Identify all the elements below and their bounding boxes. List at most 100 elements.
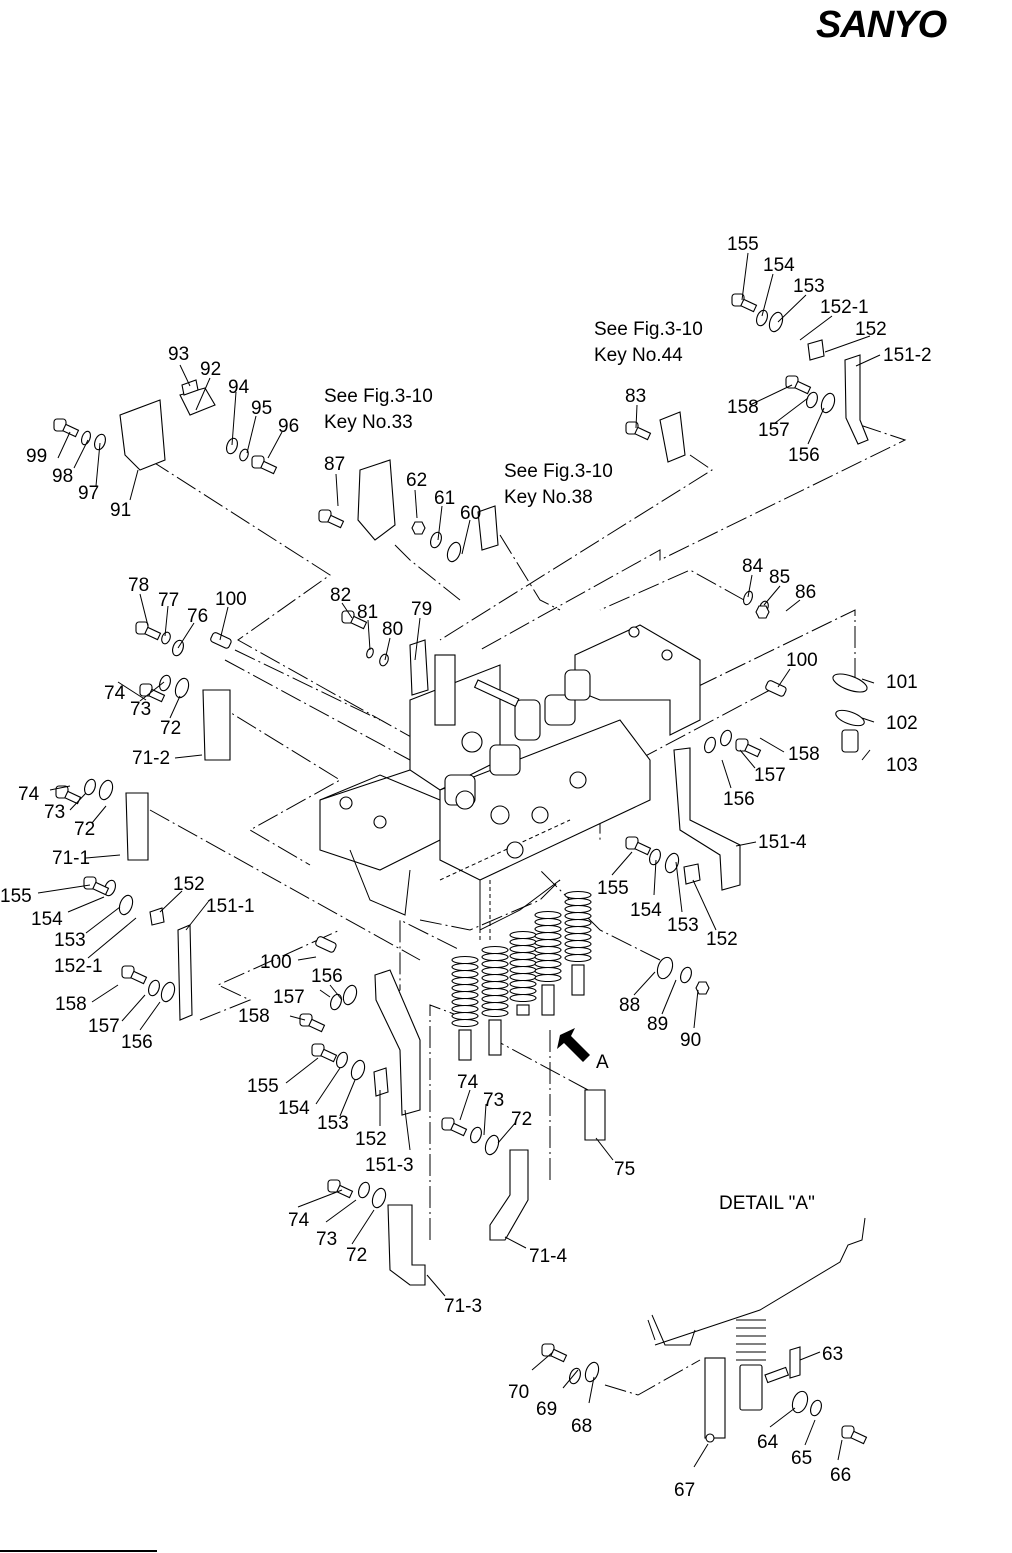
part-number-label: 67 [674,1480,696,1501]
leader-line [799,315,833,341]
part-number-label: 152 [855,319,887,340]
leader-line [325,1199,357,1223]
washer-icon [94,433,106,451]
part-number-label: 151-4 [758,832,807,853]
part-number-label: 157 [754,765,786,786]
spring-coil [534,910,562,920]
part-number-label: 74 [457,1072,479,1093]
part-number-label: 153 [793,276,825,297]
washer-icon [584,1361,600,1383]
part-number-label: 154 [31,909,63,930]
washer-icon [810,1399,822,1417]
spring-coil [564,925,592,935]
line-151-1 [199,929,341,1021]
spring-coil [451,1011,479,1021]
part-number-label: 158 [55,994,87,1015]
part-number-label: 154 [278,1098,310,1119]
part-number-label: 151-3 [365,1155,414,1176]
cylinder-rod [488,1019,502,1056]
footer-rule [0,1550,157,1552]
leader-line [49,785,71,791]
leader-line [735,841,757,847]
leader-line [739,749,756,769]
part-number-label: 156 [723,789,755,810]
spring-coil [481,959,509,969]
washer-icon [832,673,868,693]
spring-coil [534,917,562,927]
hardware-parts [53,293,869,1445]
spring-coil [509,979,537,989]
spring-coil [481,973,509,983]
spring-coil [451,976,479,986]
leader-line [179,364,191,387]
spring-coil [451,990,479,1000]
part-number-label: 152-1 [820,297,869,318]
label-leaders [37,252,881,1468]
bracket-151-1 [177,924,193,1021]
part-number-label: 80 [382,619,404,640]
leader-line [562,1369,579,1389]
part-number-label: 86 [795,582,817,603]
part-number-label: 68 [571,1416,593,1437]
part-number-label: 90 [680,1030,702,1051]
part-number-label: 155 [247,1076,279,1097]
spring-coil [564,904,592,914]
leader-line [174,754,203,759]
washer-icon [664,852,680,874]
spring-coil [564,946,592,956]
rod-end-87 [357,459,396,541]
bracket-151-2 [844,354,869,445]
screw-thread-icon [550,1348,568,1363]
spring-coil [534,973,562,983]
leader-line [461,519,471,555]
part-number-label: 87 [324,454,346,475]
spring-coil [564,911,592,921]
spring-coil [564,897,592,907]
leader-line [588,1376,595,1404]
leader-line [426,1274,446,1297]
leader-line [185,901,209,931]
washer-icon [350,1059,366,1081]
hex-nut-icon [755,605,770,619]
line-bracket-91 [149,459,471,771]
part-number-label: 157 [758,420,790,441]
leader-line [777,668,791,688]
part-number-label: 158 [238,1006,270,1027]
screw-thread-icon [336,1184,354,1199]
washer-icon [569,1367,581,1385]
spring-coil [509,986,537,996]
spring-coil [481,952,509,962]
leader-line [595,1137,614,1161]
part-number-label: 79 [411,599,433,620]
part-number-label: 74 [288,1210,310,1231]
washer-icon [720,729,732,747]
leader-line [117,681,147,701]
screw-thread-icon [260,460,278,475]
screw-thread-icon [92,881,110,896]
line-151-2 [479,424,907,651]
clamp-152 [683,863,701,885]
washer-icon [649,848,661,866]
washer-icon [84,778,96,796]
part-number-label: 152-1 [54,956,103,977]
washer-icon [768,311,784,333]
rod-end-83 [659,411,686,463]
part-number-label: 60 [460,503,482,524]
part-number-label: 72 [511,1109,533,1130]
leader-line [404,1109,411,1151]
leader-line [219,606,229,641]
washer-icon [756,309,768,327]
leader-line [661,979,677,1015]
spring-coil [509,993,537,1003]
screw-thread-icon [634,426,652,441]
piston-rod [434,654,456,726]
spring-coil [534,966,562,976]
part-number-label: 85 [769,567,791,588]
spring-coil [509,958,537,968]
part-number-label: 155 [727,234,759,255]
line-71-1 [149,809,421,961]
spring-coil [564,918,592,928]
leader-line [861,717,875,723]
spring-coil [451,1018,479,1028]
